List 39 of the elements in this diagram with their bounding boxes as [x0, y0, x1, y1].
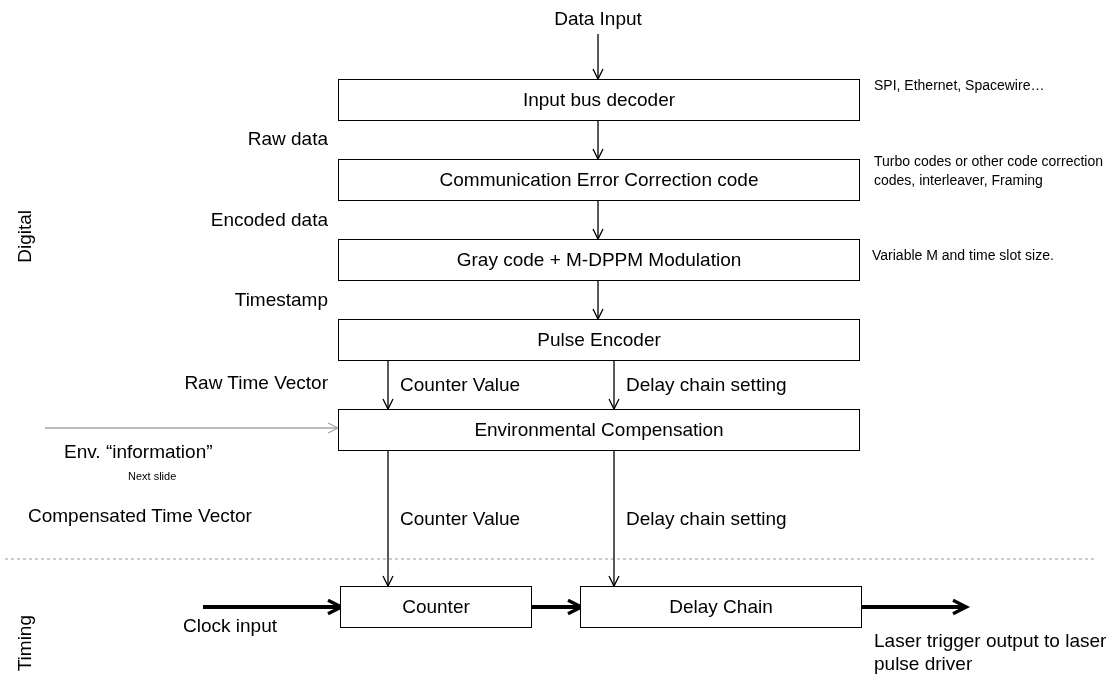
node-text: Environmental Compensation — [474, 419, 724, 441]
process-box — [338, 79, 860, 121]
process-box — [580, 586, 862, 628]
section-label: Digital — [14, 210, 36, 263]
section-label: Timing — [14, 615, 36, 672]
arrow — [862, 598, 968, 616]
signal-label: Next slide — [128, 470, 177, 484]
arrow — [608, 360, 620, 410]
process-box — [338, 409, 860, 451]
signal-label: Raw Time Vector — [183, 372, 328, 395]
arrow — [592, 33, 604, 80]
node-text: Gray code + M-DPPM Modulation — [456, 249, 742, 271]
side-note: SPI, Ethernet, Spacewire… — [874, 76, 1046, 95]
node-text: Counter — [402, 596, 470, 618]
arrow — [382, 360, 394, 410]
arrow — [382, 450, 394, 587]
signal-label: Env. “information” — [64, 441, 213, 464]
process-box — [340, 586, 532, 628]
arrow — [592, 120, 604, 160]
input-label: Data Input — [554, 8, 642, 30]
signal-label: Compensated Time Vector — [28, 505, 252, 528]
node-text: Delay Chain — [669, 596, 773, 618]
side-note: Variable M and time slot size. — [872, 246, 1055, 265]
signal-label: Laser trigger output to laser pulse driver — [874, 630, 1108, 676]
arrow — [608, 450, 620, 587]
process-box — [338, 239, 860, 281]
arrow — [592, 280, 604, 320]
arrow — [592, 200, 604, 240]
node-text: Pulse Encoder — [537, 329, 661, 351]
process-box — [338, 159, 860, 201]
signal-label: Clock input — [183, 615, 277, 638]
signal-label: Timestamp — [233, 289, 328, 312]
signal-label: Encoded data — [209, 209, 328, 232]
node-text: Input bus decoder — [522, 89, 676, 111]
process-box — [338, 319, 860, 361]
signal-label: Raw data — [246, 128, 328, 151]
node-text: Communication Error Correction code — [439, 169, 759, 191]
side-note: Turbo codes or other code correction codes, interleaver, Framing — [874, 152, 1104, 190]
arrow — [44, 422, 339, 434]
